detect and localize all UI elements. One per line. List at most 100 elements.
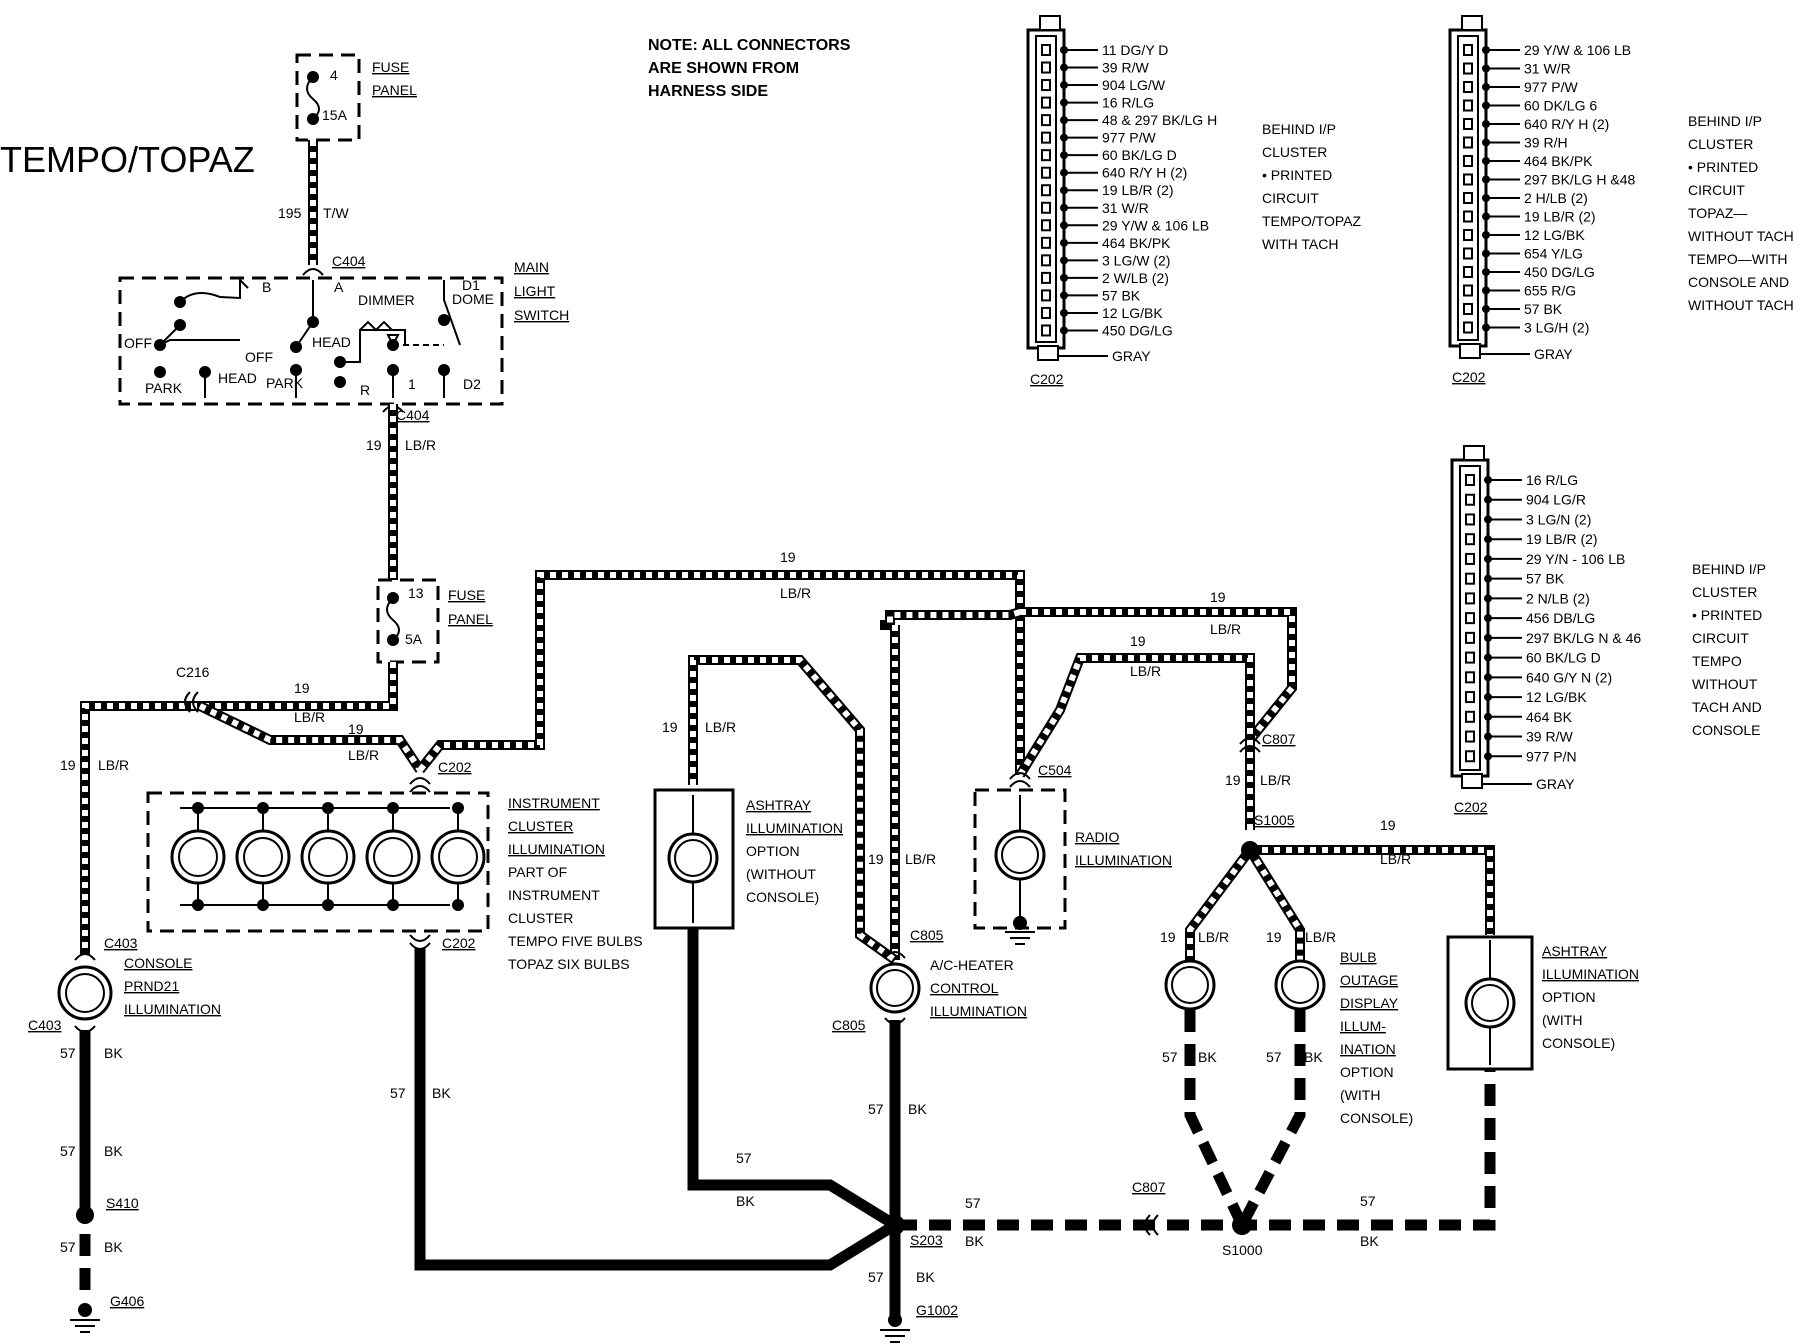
c202-pin-label: 57 BK (1102, 287, 1141, 303)
ashtray-illumination-with-console: ASHTRAY ILLUMINATION OPTION (WITH CONSOL… (1446, 935, 1639, 1071)
c202-pin-label: 12 LG/BK (1524, 227, 1585, 243)
ground-g1002: G1002 (880, 1302, 958, 1343)
wire-19-color-d: LB/R (98, 757, 129, 773)
outage-label-1: BULB (1340, 949, 1377, 965)
cluster-label-1: INSTRUMENT (508, 795, 600, 811)
switch-term-d2: D2 (463, 376, 481, 392)
cluster-bulb (235, 802, 291, 911)
wire-19-color-m: LB/R (1305, 929, 1336, 945)
ashtray1-label-3: OPTION (746, 843, 800, 859)
c202-pin-label: 48 & 297 BK/LG H (1102, 112, 1217, 128)
c202-pin-label: 19 LB/R (2) (1524, 209, 1596, 225)
ashtray-illumination-without-console: ASHTRAY ILLUMINATION OPTION (WITHOUT CON… (653, 788, 843, 930)
c202-description-line: • PRINTED (1688, 159, 1758, 175)
c202-description-line: • PRINTED (1262, 167, 1332, 183)
c202-description-line: CIRCUIT (1692, 630, 1749, 646)
c202-description-line: CONSOLE AND (1688, 274, 1789, 290)
outage-label-2: OUTAGE (1340, 972, 1398, 988)
splice-s410 (76, 1206, 94, 1224)
cluster-bulb (430, 802, 486, 911)
c202-pin-label: 297 BK/LG N & 46 (1526, 630, 1641, 646)
cluster-label-5: INSTRUMENT (508, 887, 600, 903)
fuse-mid-label-1: FUSE (448, 587, 485, 603)
ground-g1002-label: G1002 (916, 1302, 958, 1318)
wire-57-num-i: 57 (868, 1269, 884, 1285)
c202-pin-label: 60 DK/LG 6 (1524, 98, 1597, 114)
cluster-label-6: CLUSTER (508, 910, 573, 926)
c202-description-line: CLUSTER (1688, 136, 1753, 152)
console-prnd21-illumination: CONSOLE PRND21 ILLUMINATION (57, 955, 221, 1021)
ac-heater-control-illumination: A/C-HEATER CONTROL ILLUMINATION (869, 957, 1027, 1019)
c202-pin-label: 654 Y/LG (1524, 246, 1583, 262)
note-line-2: ARE SHOWN FROM (648, 60, 799, 77)
fuse-top-amps: 15A (322, 107, 348, 123)
c202-pin-label: 464 BK/PK (1102, 235, 1171, 251)
console-label-2: PRND21 (124, 978, 179, 994)
feed-harness (80, 570, 1495, 965)
console-label-3: ILLUMINATION (124, 1001, 221, 1017)
c202-pin-label: 2 W/LB (2) (1102, 270, 1169, 286)
switch-term-dome: DOME (452, 291, 494, 307)
fuse-panel-middle: 13 5A FUSE PANEL (376, 578, 493, 664)
splice-s1000 (1232, 1215, 1252, 1235)
radio-illumination: RADIO ILLUMINATION (973, 788, 1172, 945)
wire-19-color-c: LB/R (348, 747, 379, 763)
wire-57-num-h: 57 (1360, 1193, 1376, 1209)
ashtray2-label-2: ILLUMINATION (1542, 966, 1639, 982)
note-line-3: HARNESS SIDE (648, 83, 768, 100)
wire-19-num-k: 19 (1380, 817, 1396, 833)
c202-pin-label: 16 R/LG (1526, 472, 1578, 488)
outage-label-3: DISPLAY (1340, 995, 1399, 1011)
ashtray2-label-1: ASHTRAY (1542, 943, 1608, 959)
fuse-mid-number: 13 (408, 585, 424, 601)
wire-57-num-k: 57 (1266, 1049, 1282, 1065)
switch-term-head-1: HEAD (312, 334, 351, 350)
ac-heater-label-1: A/C-HEATER (930, 957, 1014, 973)
wire-57-color-d: BK (432, 1085, 451, 1101)
ac-heater-label-3: ILLUMINATION (930, 1003, 1027, 1019)
splice-s410-label: S410 (106, 1195, 139, 1211)
c202-description-line: BEHIND I/P (1688, 113, 1762, 129)
wire-19-num-e: 19 (780, 549, 796, 565)
c202-pin-label: 640 R/Y H (2) (1524, 116, 1609, 132)
ac-heater-label-2: CONTROL (930, 980, 999, 996)
wire-195-number: 195 (278, 205, 302, 221)
ashtray2-label-5: CONSOLE) (1542, 1035, 1615, 1051)
ashtray1-label-4: (WITHOUT (746, 866, 816, 882)
c202-description-line: WITHOUT TACH (1688, 297, 1794, 313)
c202-pin-label: 39 R/W (1102, 60, 1149, 76)
c202-pin-label: 3 LG/W (2) (1102, 252, 1170, 268)
console-label-1: CONSOLE (124, 955, 192, 971)
c202-pin-label: 19 LB/R (2) (1526, 531, 1598, 547)
connector-c202-bottom: C202 (442, 935, 476, 951)
ashtray1-label-5: CONSOLE) (746, 889, 819, 905)
wire-57-color-b: BK (104, 1143, 123, 1159)
ground-harness (79, 928, 1496, 1320)
wire-57-color-a: BK (104, 1045, 123, 1061)
c202-description-line: CLUSTER (1262, 144, 1327, 160)
wire-57-num-f: 57 (868, 1101, 884, 1117)
splice-s203 (885, 1215, 905, 1235)
c202-connector-name: C202 (1030, 371, 1064, 387)
wire-57-color-c: BK (104, 1239, 123, 1255)
c202-pin-label: 57 BK (1526, 571, 1565, 587)
wire-57-color-f: BK (908, 1101, 927, 1117)
switch-term-head-2: HEAD (218, 370, 257, 386)
switch-term-park-1: PARK (145, 380, 183, 396)
c202-housing-color: GRAY (1112, 348, 1151, 364)
wire-19-color-a: LB/R (405, 437, 436, 453)
cluster-bulb (365, 802, 421, 911)
wire-19-num-a: 19 (366, 437, 382, 453)
wire-19-color-i: LB/R (905, 851, 936, 867)
fuse-top-label-1: FUSE (372, 59, 409, 75)
wire-19-num-g: 19 (1130, 633, 1146, 649)
wire-19-color-h: LB/R (705, 719, 736, 735)
connector-c403-top: C403 (104, 935, 138, 951)
splice-s1005 (1241, 841, 1259, 859)
switch-label-3: SWITCH (514, 307, 569, 323)
switch-term-r: R (360, 382, 370, 398)
cluster-label-4: PART OF (508, 864, 567, 880)
c202-description-line: WITHOUT TACH (1688, 228, 1794, 244)
ashtray1-label-1: ASHTRAY (746, 797, 812, 813)
